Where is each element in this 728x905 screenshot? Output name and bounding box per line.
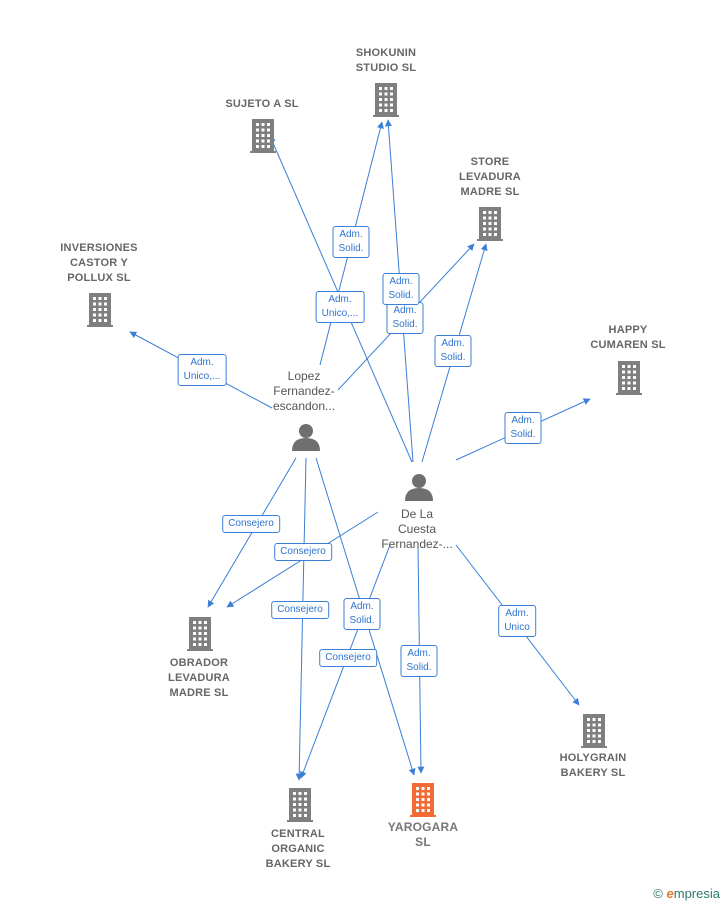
building-icon-sujeto [250,119,276,153]
company-node-happy[interactable]: HAPPY CUMAREN SL [590,323,665,353]
person-label: Lopez Fernandez- escandon... [272,369,336,413]
person-label: De La Cuesta Fernandez-... [381,507,453,551]
building-icon-shokunin [373,83,399,117]
edge-label-lopez-inversiones[interactable]: Adm. Unico,... [177,354,227,386]
company-label: SUJETO A SL [225,98,299,110]
person-icon-delacuesta [405,474,433,501]
edge-label-delacuesta-sujeto[interactable]: Adm. Unico,... [315,291,365,323]
company-label: HAPPY CUMAREN SL [590,324,666,351]
company-label: SHOKUNIN STUDIO SL [355,47,417,74]
building-icon-inversiones [87,293,113,327]
edge-label-lopez-yarogara[interactable]: Adm. Solid. [343,598,381,630]
company-label: CENTRAL ORGANIC BAKERY SL [265,828,331,870]
person-node-delacuesta[interactable]: De La Cuesta Fernandez-... [381,507,452,552]
brand-logo: © empresia [653,886,720,901]
building-icon-happy [616,361,642,395]
building-icon-obrador [187,617,213,651]
company-label: HOLYGRAIN BAKERY SL [559,752,627,779]
company-label: STORE LEVADURA MADRE SL [459,156,521,198]
edge-label-delacuesta-shokunin[interactable]: Adm. Solid. [382,273,420,305]
brand-name: mpresia [673,886,720,901]
edge-label-lopez-central[interactable]: Consejero [271,601,329,619]
building-icon-holygrain [581,714,607,748]
company-node-central[interactable]: CENTRAL ORGANIC BAKERY SL [266,827,331,872]
edge-label-delacuesta-happy[interactable]: Adm. Solid. [504,412,542,444]
company-label: INVERSIONES CASTOR Y POLLUX SL [60,242,138,284]
person-icon-lopez [292,424,320,451]
company-node-yarogara[interactable]: YAROGARA SL [388,820,459,850]
edge-label-lopez-store[interactable]: Adm. Solid. [386,302,424,334]
building-icon-yarogara [410,783,436,817]
edge-label-delacuesta-obrador[interactable]: Consejero [274,543,332,561]
company-label: OBRADOR LEVADURA MADRE SL [168,657,230,699]
edge-label-delacuesta-holygrain[interactable]: Adm. Unico [498,605,536,637]
building-icon-store [477,207,503,241]
company-node-shokunin[interactable]: SHOKUNIN STUDIO SL [356,46,416,76]
company-node-holygrain[interactable]: HOLYGRAIN BAKERY SL [560,751,627,781]
company-node-inversiones[interactable]: INVERSIONES CASTOR Y POLLUX SL [60,241,137,286]
company-node-store[interactable]: STORE LEVADURA MADRE SL [459,155,521,200]
edge-label-delacuesta-store[interactable]: Adm. Solid. [434,335,472,367]
edge-label-lopez-shokunin[interactable]: Adm. Solid. [332,226,370,258]
edge-label-delacuesta-central[interactable]: Consejero [319,649,377,667]
person-node-lopez[interactable]: Lopez Fernandez- escandon... [273,369,335,414]
brand-initial: e [666,886,674,901]
edge-lopez-central [295,457,307,781]
copyright-symbol: © [653,886,663,901]
company-node-obrador[interactable]: OBRADOR LEVADURA MADRE SL [168,656,230,701]
company-node-sujeto[interactable]: SUJETO A SL [225,97,298,112]
edge-label-delacuesta-yarogara[interactable]: Adm. Solid. [400,645,438,677]
building-icon-central [287,788,313,822]
edge-label-lopez-obrador[interactable]: Consejero [222,515,280,533]
company-label: YAROGARA SL [387,820,459,849]
